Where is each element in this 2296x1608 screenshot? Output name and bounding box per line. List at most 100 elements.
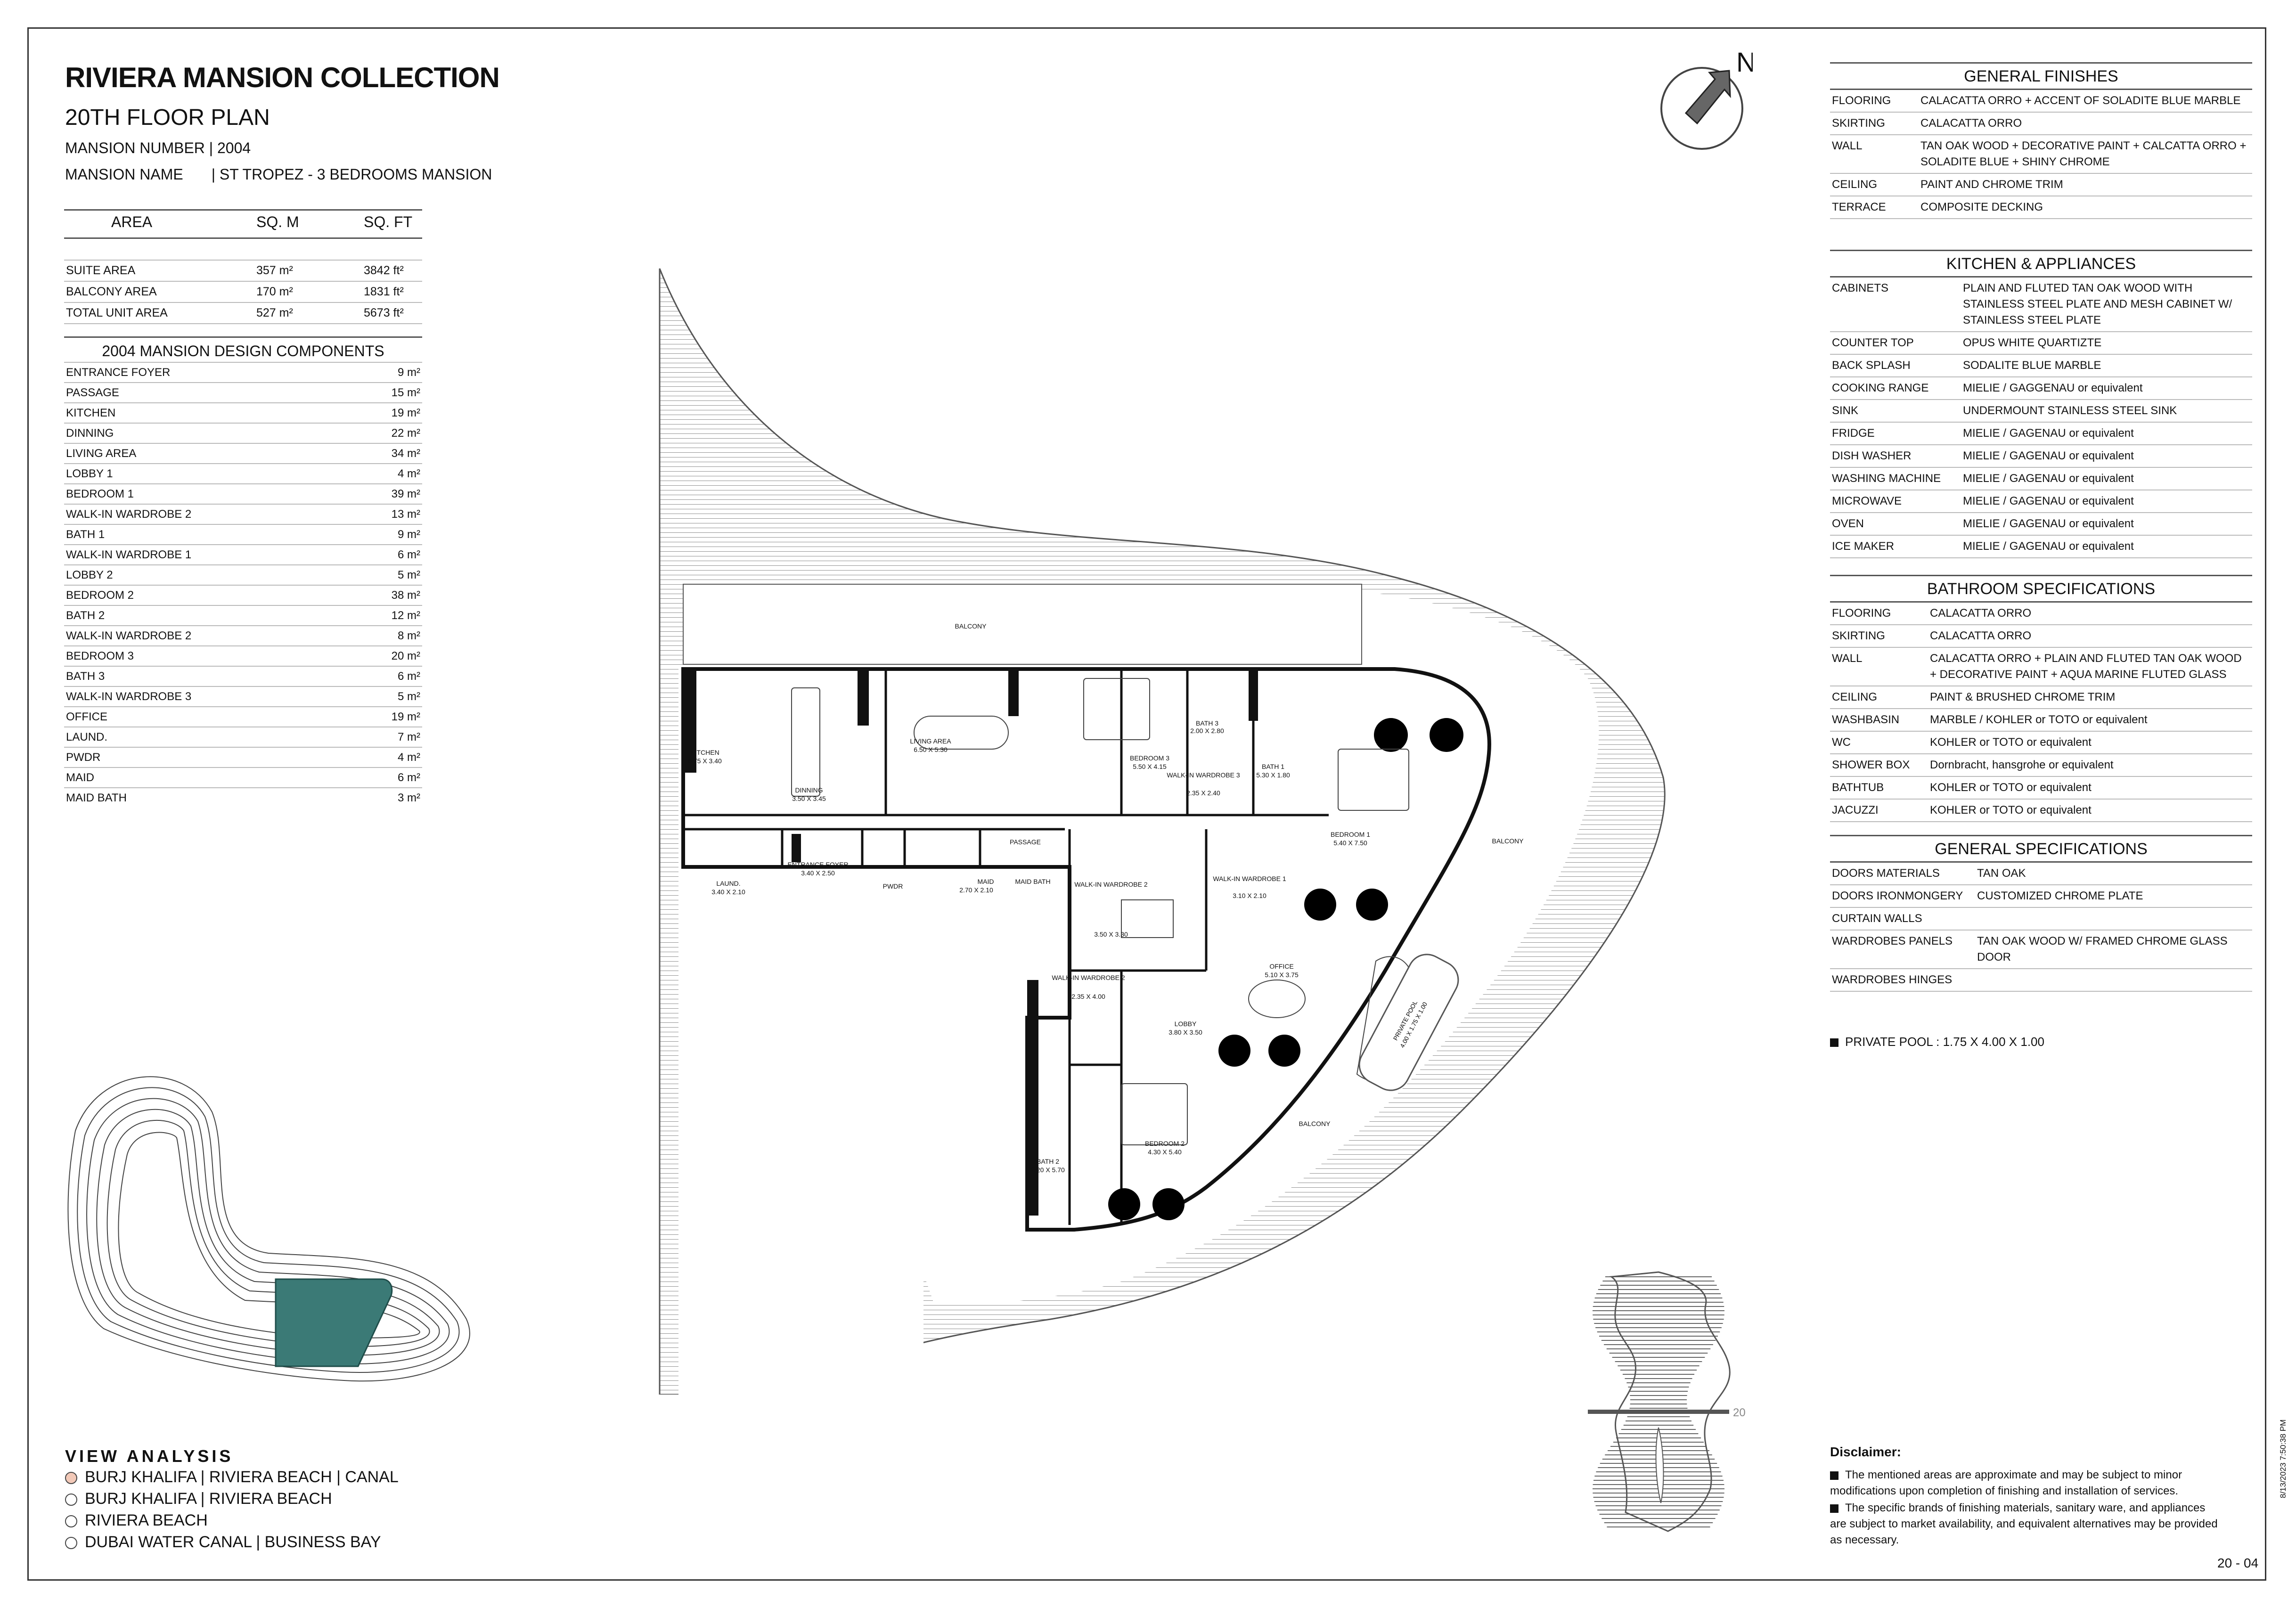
component-area: 13 m² (350, 504, 422, 524)
area-name: SUITE AREA (64, 260, 254, 282)
spec-value: MIELIE / GAGENAU or equivalent (1961, 467, 2252, 490)
spec-key: COUNTER TOP (1830, 332, 1961, 355)
spec-value: MARBLE / KOHLER or TOTO or equivalent (1928, 709, 2252, 732)
component-name: OFFICE (64, 706, 350, 727)
room-label: BEDROOM 2 (1145, 1140, 1185, 1147)
spec-value: PAINT & BRUSHED CHROME TRIM (1928, 686, 2252, 709)
area-sqft: 1831 ft² (362, 281, 422, 303)
component-area: 9 m² (350, 362, 422, 383)
page-number: 20 - 04 (2217, 1556, 2259, 1570)
mansion-name-label: MANSION NAME (65, 166, 183, 183)
spec-value: TAN OAK (1975, 863, 2252, 885)
room-dim: 2.00 X 2.80 (1190, 727, 1224, 735)
kitchen-title: KITCHEN & APPLIANCES (1830, 250, 2252, 278)
spec-key: WASHING MACHINE (1830, 467, 1961, 490)
pool-note: PRIVATE POOL : 1.75 X 4.00 X 1.00 (1830, 1035, 2044, 1049)
spec-value: Dornbracht, hansgrohe or equivalent (1928, 754, 2252, 777)
room-label: ENTRANCE FOYER (787, 861, 848, 868)
view-item: BURJ KHALIFA | RIVIERA BEACH (65, 1490, 332, 1508)
view-item-label: BURJ KHALIFA | RIVIERA BEACH (85, 1490, 332, 1508)
component-area: 20 m² (350, 645, 422, 666)
spec-key: FLOORING (1830, 90, 1919, 113)
view-swatch-icon (65, 1472, 77, 1485)
spec-value: CUSTOMIZED CHROME PLATE (1975, 885, 2252, 908)
spec-value: OPUS WHITE QUARTIZTE (1961, 332, 2252, 355)
room-dim: 5.30 X 1.80 (1256, 771, 1290, 779)
sqft-header: SQ. FT (362, 209, 422, 239)
spec-key: WALL (1830, 135, 1919, 174)
view-item: DUBAI WATER CANAL | BUSINESS BAY (65, 1533, 381, 1551)
component-name: MAID BATH (64, 787, 350, 808)
component-name: LIVING AREA (64, 443, 350, 464)
view-item-label: BURJ KHALIFA | RIVIERA BEACH | CANAL (85, 1468, 399, 1486)
room-label: WALK-IN WARDROBE 2 (1052, 974, 1125, 981)
component-area: 5 m² (350, 686, 422, 707)
room-dim: 5.50 X 4.15 (1133, 763, 1167, 770)
component-name: WALK-IN WARDROBE 2 (64, 504, 350, 524)
spec-key: SINK (1830, 400, 1961, 423)
room-label: BEDROOM 1 (1331, 831, 1370, 838)
general-finishes-title: GENERAL FINISHES (1830, 62, 2252, 90)
component-name: BEDROOM 1 (64, 483, 350, 504)
bathroom-title: BATHROOM SPECIFICATIONS (1830, 575, 2252, 603)
spec-key: CEILING (1830, 173, 1919, 196)
spec-key: BATHTUB (1830, 776, 1928, 800)
spec-key: BACK SPLASH (1830, 354, 1961, 377)
table-row: TOTAL UNIT AREA 527 m² 5673 ft² (64, 302, 422, 324)
spec-key: DOORS IRONMONGERY (1830, 885, 1975, 908)
component-area: 5 m² (350, 564, 422, 585)
area-table: AREA SQ. M SQ. FT SUITE AREA 357 m² 3842… (64, 209, 422, 324)
sqm-header: SQ. M (254, 209, 362, 239)
room-label: WALK-IN WARDROBE 3 (1167, 771, 1240, 779)
general-specs-title: GENERAL SPECIFICATIONS (1830, 835, 2252, 863)
component-area: 4 m² (350, 747, 422, 767)
table-row: WARDROBES HINGES (1830, 969, 2252, 992)
spec-key: SKIRTING (1830, 625, 1928, 648)
spec-key: JACUZZI (1830, 799, 1928, 822)
spec-key: WC (1830, 731, 1928, 754)
room-dim: 5.10 X 3.75 (1265, 971, 1299, 979)
spec-key: FRIDGE (1830, 422, 1961, 445)
component-area: 4 m² (350, 463, 422, 484)
view-analysis-title: VIEW ANALYSIS (65, 1446, 234, 1466)
room-dim: 2.35 X 2.40 (1186, 789, 1220, 797)
spec-value: MIELIE / GAGENAU or equivalent (1961, 513, 2252, 536)
component-area: 12 m² (350, 605, 422, 626)
page-frame (27, 27, 2266, 1581)
room-label: PASSAGE (1010, 838, 1041, 846)
room-label: WALK-IN WARDROBE 1 (1213, 875, 1286, 882)
room-label: PWDR (883, 882, 903, 890)
bullet-square-icon (1830, 1504, 1838, 1513)
current-floor-marker (1588, 1410, 1729, 1414)
room-label: OFFICE (1269, 963, 1293, 970)
component-name: MAID (64, 767, 350, 788)
room-dim: 3.50 X 3.45 (792, 795, 826, 802)
view-item-label: RIVIERA BEACH (85, 1511, 208, 1529)
room-dim: 3.50 X 3.30 (1094, 931, 1128, 938)
component-name: DINNING (64, 423, 350, 443)
unit-highlight (275, 1278, 393, 1367)
spec-value: TAN OAK WOOD + DECORATIVE PAINT + CALCAT… (1919, 135, 2252, 174)
